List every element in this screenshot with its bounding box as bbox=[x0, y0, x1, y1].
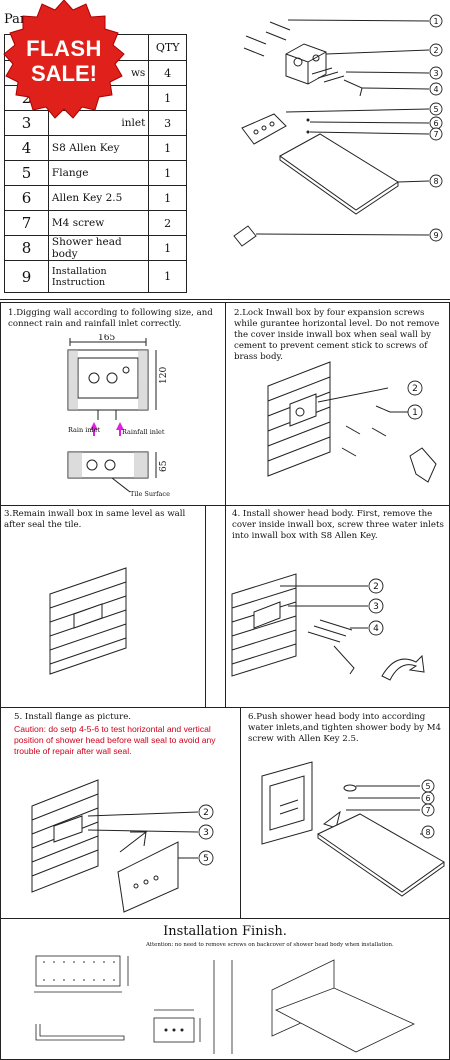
step-1-text: 1.Digging wall according to following si… bbox=[8, 308, 213, 329]
badge-burst bbox=[3, 0, 125, 119]
callout-5: 5 bbox=[433, 105, 438, 114]
dim-height: 120 bbox=[159, 367, 169, 384]
label-rainfall-inlet: Rainfall inlet bbox=[122, 428, 165, 436]
table-row: 9 Installation Instruction 1 bbox=[4, 260, 187, 293]
step-2-callout-2: 2 bbox=[412, 384, 418, 394]
step-1-diagram: 165 120 65 Rain inlet Rainfall inlet Til… bbox=[67, 334, 170, 498]
dim-width: 165 bbox=[98, 334, 115, 343]
finish-title: Installation Finish. bbox=[163, 924, 287, 939]
step-6-diagram: 5 6 7 8 bbox=[261, 761, 445, 897]
divider bbox=[240, 707, 241, 918]
step-4-callout-2: 2 bbox=[373, 582, 379, 592]
step-6-callout-6: 6 bbox=[425, 794, 430, 803]
table-row: 4 S8 Allen Key 1 bbox=[4, 135, 187, 161]
callout-7: 7 bbox=[433, 130, 438, 139]
step-6-text: 6.Push shower head body into according w… bbox=[248, 712, 442, 744]
step-5-caution: Caution: do setp 4-5-6 to test horizonta… bbox=[14, 724, 216, 756]
finish-diagram bbox=[34, 955, 415, 1054]
table-row: 5 Flange 1 bbox=[4, 160, 187, 186]
step-4-callout-4: 4 bbox=[373, 624, 379, 634]
label-rain-inlet: Rain inlet bbox=[68, 426, 100, 434]
step-3-diagram bbox=[49, 567, 127, 675]
parts-panel bbox=[0, 0, 450, 300]
step-6-callout-7: 7 bbox=[425, 806, 430, 815]
col-qty: QTY bbox=[148, 34, 187, 61]
step-5-callout-5: 5 bbox=[203, 854, 209, 864]
parts-title: Par bbox=[4, 12, 27, 27]
divider bbox=[0, 707, 450, 708]
flash-sale-badge bbox=[3, 0, 125, 119]
callout-8: 8 bbox=[433, 177, 438, 186]
step-6-callout-8: 8 bbox=[425, 828, 430, 837]
step-4-callout-3: 3 bbox=[373, 602, 379, 612]
finish-note: Attention: no need to remove screws on b… bbox=[146, 942, 394, 948]
step-2-callout-1: 1 bbox=[412, 408, 418, 418]
callout-2: 2 bbox=[433, 46, 438, 55]
callout-4: 4 bbox=[433, 85, 438, 94]
step-6-callout-5: 5 bbox=[425, 782, 430, 791]
table-row: 8 Shower head body 1 bbox=[4, 235, 187, 261]
step-2-diagram: 2 1 bbox=[267, 361, 437, 483]
callout-6: 6 bbox=[433, 119, 438, 128]
table-row: 7 M4 screw 2 bbox=[4, 210, 187, 236]
step-2-text: 2.Lock Inwall box by four expansion scre… bbox=[234, 308, 440, 362]
badge-line1: FLASH bbox=[26, 36, 102, 61]
step-5-callout-3: 3 bbox=[203, 828, 209, 838]
divider bbox=[225, 302, 226, 707]
divider bbox=[0, 918, 450, 919]
badge-line2: SALE! bbox=[31, 61, 97, 86]
label-tile-surface: Tile Surface bbox=[130, 490, 170, 498]
step-4-diagram: 2 3 4 bbox=[231, 573, 425, 681]
dim-depth: 65 bbox=[159, 460, 169, 472]
table-row: 6 Allen Key 2.5 1 bbox=[4, 185, 187, 211]
step-3-text: 3.Remain inwall box in same level as wal… bbox=[4, 509, 186, 530]
step-5-text: 5. Install flange as picture. bbox=[14, 712, 132, 722]
callout-3: 3 bbox=[433, 69, 438, 78]
exploded-parts-diagram: 1 2 3 4 5 6 7 8 9 bbox=[233, 14, 443, 247]
step-5-diagram: 2 3 5 bbox=[31, 779, 214, 913]
callout-9: 9 bbox=[433, 231, 438, 240]
step-5-callout-2: 2 bbox=[203, 808, 209, 818]
table-row: 3 inlet 3 bbox=[4, 110, 187, 136]
divider bbox=[205, 505, 206, 707]
step-4-text: 4. Install shower head body. First, remo… bbox=[232, 509, 444, 541]
callout-1: 1 bbox=[433, 17, 438, 26]
